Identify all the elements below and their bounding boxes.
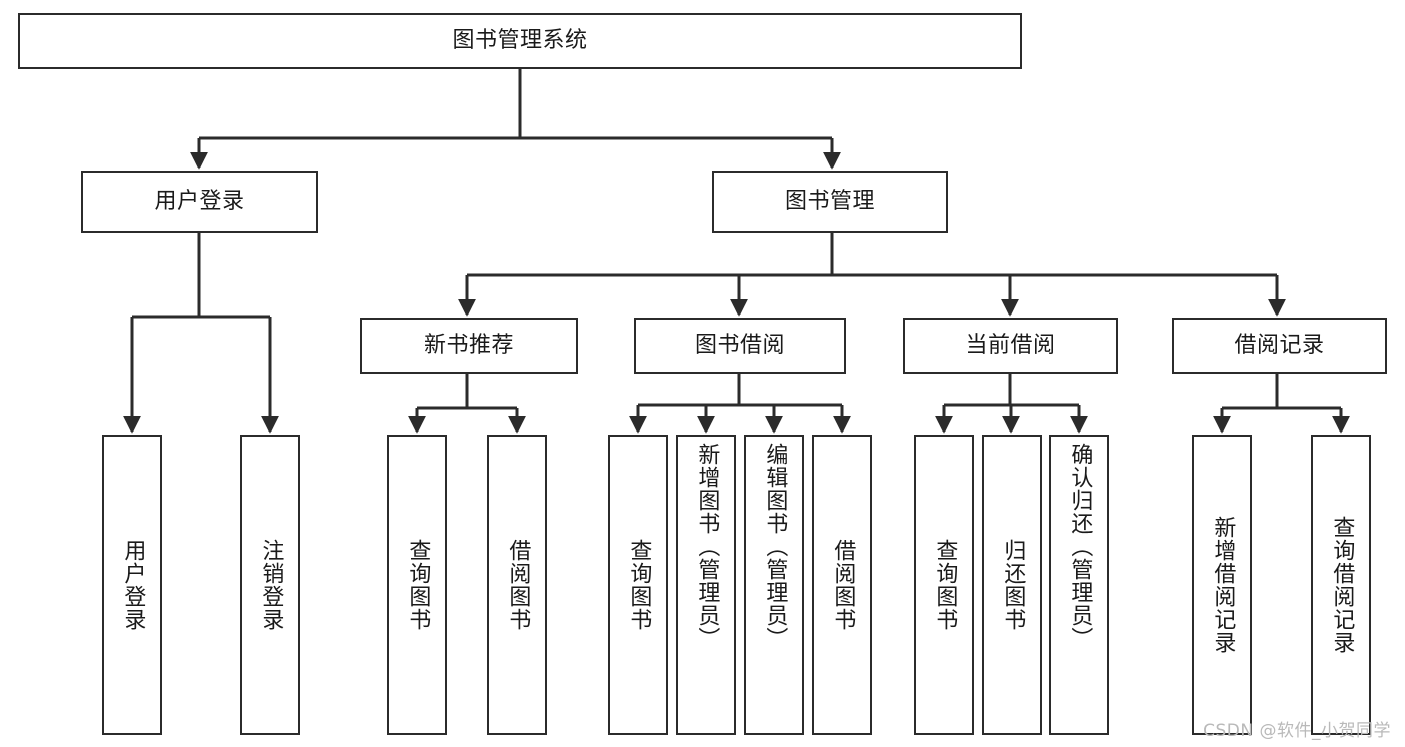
leaf-query-book-1-label: 查询图书 bbox=[405, 539, 431, 631]
node-new-book-recommend-label: 新书推荐 bbox=[423, 333, 514, 359]
leaf-user-login[interactable]: 用户登录 bbox=[102, 435, 162, 735]
leaf-add-book[interactable]: 新增图书（管理员） bbox=[676, 435, 736, 735]
node-root[interactable]: 图书管理系统 bbox=[18, 13, 1022, 69]
leaf-query-book-2-label: 查询图书 bbox=[626, 539, 652, 631]
node-root-label: 图书管理系统 bbox=[452, 28, 588, 54]
leaf-return-book-label: 归还图书 bbox=[1000, 539, 1026, 631]
leaf-return-book[interactable]: 归还图书 bbox=[982, 435, 1042, 735]
leaf-query-book-2[interactable]: 查询图书 bbox=[608, 435, 668, 735]
leaf-query-book-1[interactable]: 查询图书 bbox=[387, 435, 447, 735]
node-current-borrow-label: 当前借阅 bbox=[965, 333, 1056, 359]
leaf-borrow-book-1-label: 借阅图书 bbox=[505, 539, 531, 631]
leaf-edit-book-label: 编辑图书（管理员） bbox=[762, 443, 788, 650]
node-borrow-record[interactable]: 借阅记录 bbox=[1172, 318, 1387, 374]
leaf-borrow-book-2-label: 借阅图书 bbox=[830, 539, 856, 631]
leaf-add-record[interactable]: 新增借阅记录 bbox=[1192, 435, 1252, 735]
node-borrow-record-label: 借阅记录 bbox=[1234, 333, 1325, 359]
node-book-management[interactable]: 图书管理 bbox=[712, 171, 948, 233]
leaf-logout-login[interactable]: 注销登录 bbox=[240, 435, 300, 735]
node-current-borrow[interactable]: 当前借阅 bbox=[903, 318, 1118, 374]
node-new-book-recommend[interactable]: 新书推荐 bbox=[360, 318, 578, 374]
csdn-watermark: CSDN @软件_小贺同学 bbox=[1203, 721, 1391, 741]
leaf-query-record-label: 查询借阅记录 bbox=[1329, 516, 1355, 654]
leaf-add-record-label: 新增借阅记录 bbox=[1210, 516, 1236, 654]
leaf-borrow-book-2[interactable]: 借阅图书 bbox=[812, 435, 872, 735]
leaf-confirm-return-label: 确认归还（管理员） bbox=[1067, 443, 1093, 650]
leaf-user-login-label: 用户登录 bbox=[120, 539, 146, 631]
leaf-query-book-3[interactable]: 查询图书 bbox=[914, 435, 974, 735]
leaf-borrow-book-1[interactable]: 借阅图书 bbox=[487, 435, 547, 735]
node-book-management-label: 图书管理 bbox=[784, 189, 875, 215]
leaf-edit-book[interactable]: 编辑图书（管理员） bbox=[744, 435, 804, 735]
node-user-login-label: 用户登录 bbox=[154, 189, 245, 215]
leaf-add-book-label: 新增图书（管理员） bbox=[694, 443, 720, 650]
node-book-borrow[interactable]: 图书借阅 bbox=[634, 318, 846, 374]
leaf-query-book-3-label: 查询图书 bbox=[932, 539, 958, 631]
leaf-confirm-return[interactable]: 确认归还（管理员） bbox=[1049, 435, 1109, 735]
leaf-query-record[interactable]: 查询借阅记录 bbox=[1311, 435, 1371, 735]
leaf-logout-login-label: 注销登录 bbox=[258, 539, 284, 631]
node-user-login[interactable]: 用户登录 bbox=[81, 171, 318, 233]
node-book-borrow-label: 图书借阅 bbox=[694, 333, 785, 359]
